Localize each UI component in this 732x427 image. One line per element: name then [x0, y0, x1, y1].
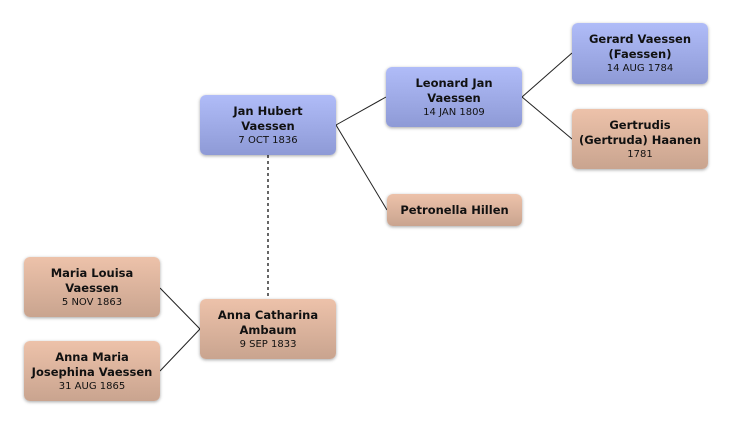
person-gerard-vaessen[interactable]: Gerard Vaessen (Faessen) 14 AUG 1784	[572, 23, 708, 84]
person-maria-louisa-vaessen[interactable]: Maria Louisa Vaessen 5 NOV 1863	[24, 257, 160, 317]
person-name: Anna Maria Josephina Vaessen	[31, 349, 153, 379]
connector-jan-to-leonard	[335, 96, 387, 126]
person-name: Jan Hubert Vaessen	[233, 103, 303, 133]
person-leonard-jan-vaessen[interactable]: Leonard Jan Vaessen 14 JAN 1809	[386, 67, 522, 127]
person-date: 7 OCT 1836	[238, 134, 298, 146]
connector-leonard-to-gerard	[521, 52, 573, 98]
person-date: 14 AUG 1784	[606, 63, 674, 74]
person-date: 9 SEP 1833	[239, 338, 297, 350]
person-name: Gerard Vaessen (Faessen)	[588, 32, 692, 61]
person-name: Leonard Jan Vaessen	[415, 75, 493, 105]
person-date: 1781	[627, 148, 653, 160]
connector-maria-to-anna	[159, 287, 201, 330]
person-name: Gertrudis (Gertruda) Haanen	[578, 117, 702, 147]
person-jan-hubert-vaessen[interactable]: Jan Hubert Vaessen 7 OCT 1836	[200, 95, 336, 155]
connector-annamaria-to-anna	[159, 328, 201, 372]
connector-leonard-to-gertrudis	[521, 96, 573, 140]
person-name: Maria Louisa Vaessen	[50, 265, 134, 295]
person-petronella-hillen[interactable]: Petronella Hillen	[387, 194, 522, 226]
connector-jan-to-petronella	[335, 124, 388, 211]
person-name: Petronella Hillen	[400, 202, 509, 217]
person-gertrudis-haanen[interactable]: Gertrudis (Gertruda) Haanen 1781	[572, 109, 708, 169]
person-date: 14 JAN 1809	[423, 106, 485, 118]
person-date: 5 NOV 1863	[61, 296, 123, 308]
person-anna-catharina-ambaum[interactable]: Anna Catharina Ambaum 9 SEP 1833	[200, 299, 336, 359]
person-date: 31 AUG 1865	[58, 380, 126, 392]
person-name: Anna Catharina Ambaum	[217, 307, 319, 337]
person-anna-maria-josephina-vaessen[interactable]: Anna Maria Josephina Vaessen 31 AUG 1865	[24, 341, 160, 401]
